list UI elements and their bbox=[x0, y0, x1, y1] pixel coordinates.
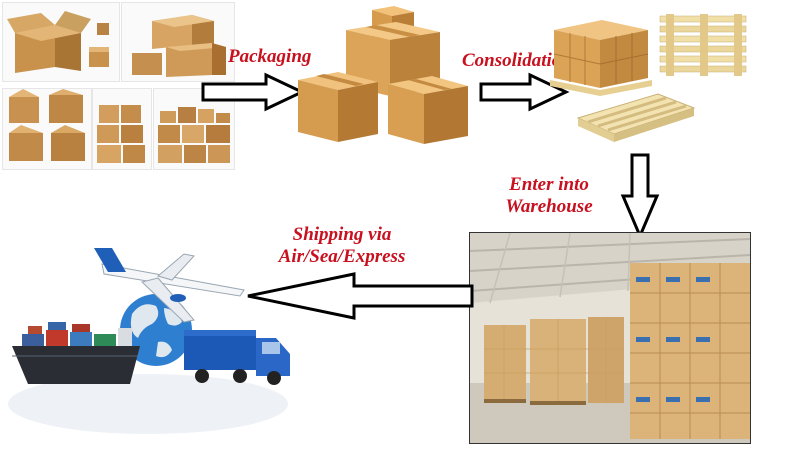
carton-photo-1 bbox=[2, 2, 120, 82]
step-label-consolidation: Consolidation bbox=[462, 50, 572, 71]
packaged-boxes-image bbox=[292, 0, 474, 148]
flow-arrow-to-warehouse bbox=[620, 152, 660, 240]
warehouse-label-line-2: Warehouse bbox=[505, 196, 593, 217]
shipping-label-line-1: Shipping via bbox=[292, 224, 392, 245]
flow-arrow-to-packaging bbox=[200, 72, 306, 112]
carton-photo-5 bbox=[153, 88, 235, 170]
truck-icon bbox=[184, 330, 290, 385]
consolidated-pallet-image bbox=[540, 8, 658, 104]
stacked-pallets-image bbox=[656, 10, 752, 84]
carton-photo-3 bbox=[2, 88, 92, 170]
carton-photo-2 bbox=[121, 2, 235, 82]
shipping-label-line-2: Air/Sea/Express bbox=[278, 246, 406, 267]
container-ship-icon bbox=[12, 322, 140, 384]
airplane-icon bbox=[94, 248, 245, 323]
step-label-warehouse: Enter into Warehouse bbox=[492, 174, 606, 218]
flow-arrow-to-consolidation bbox=[478, 72, 570, 112]
step-label-shipping: Shipping via Air/Sea/Express bbox=[262, 224, 422, 268]
carton-photo-4 bbox=[92, 88, 152, 170]
step-label-packaging: Packaging bbox=[228, 46, 312, 67]
warehouse-photo bbox=[469, 232, 751, 444]
empty-pallet-image bbox=[574, 88, 698, 148]
flow-arrow-to-shipping bbox=[244, 270, 476, 322]
transport-collage bbox=[8, 234, 298, 454]
warehouse-label-line-1: Enter into bbox=[509, 174, 589, 195]
